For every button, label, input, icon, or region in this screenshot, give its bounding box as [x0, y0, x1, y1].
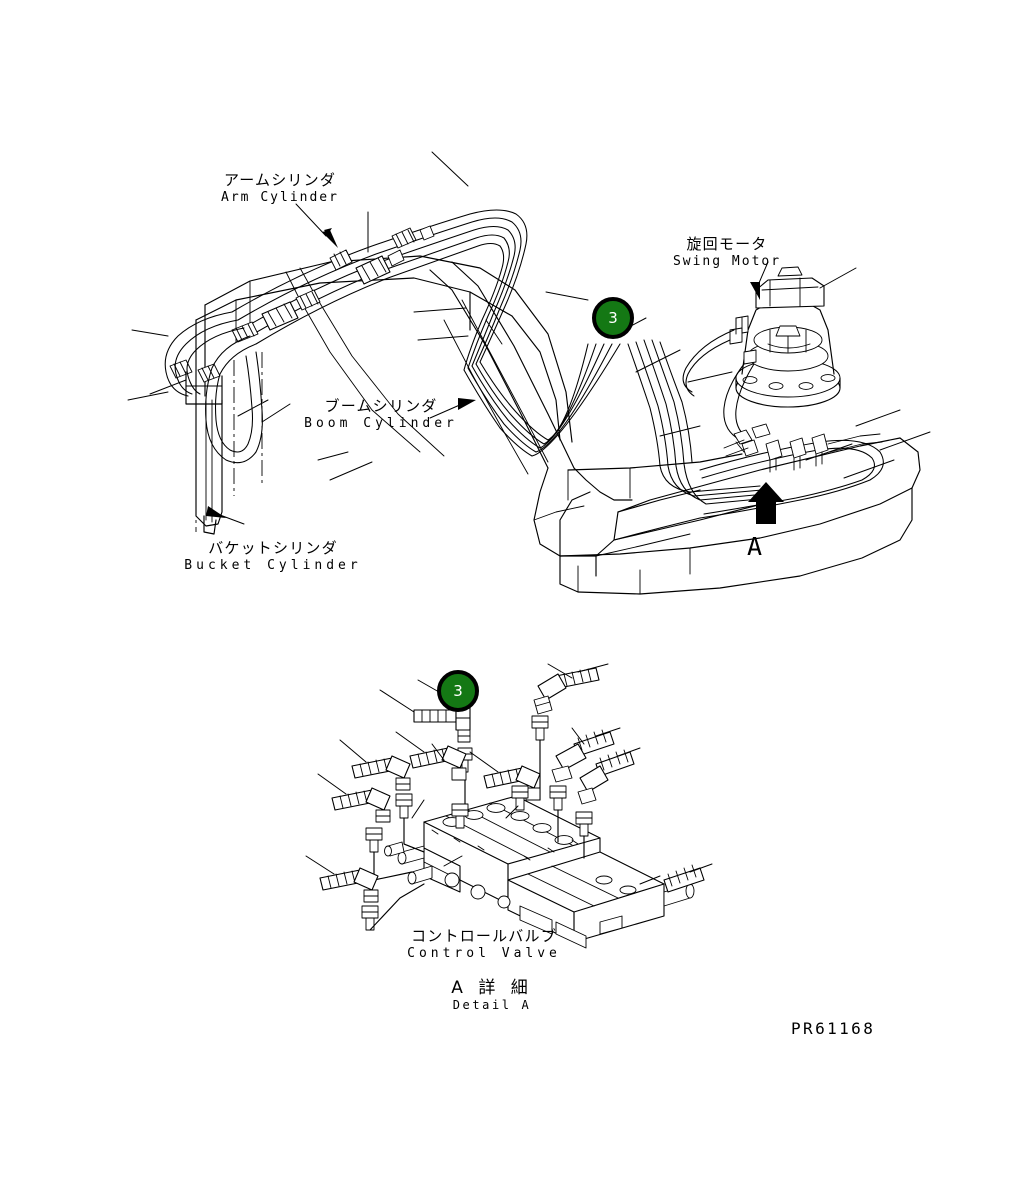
detail-a-caption: A 詳 細 Detail A	[397, 978, 587, 1012]
label-bucket-cylinder-jp: バケットシリンダ	[208, 539, 338, 557]
nipple-centre	[451, 803, 469, 829]
boom-hose-clamps	[169, 225, 435, 383]
boom-structure	[195, 255, 573, 457]
label-bucket-cylinder-en: Bucket Cylinder	[184, 557, 362, 573]
label-arm-cylinder: アームシリンダ Arm Cylinder	[180, 171, 380, 205]
bucket-cylinder-assembly	[164, 311, 263, 535]
label-bucket-cylinder: バケットシリンダ Bucket Cylinder	[168, 539, 378, 573]
label-arrowheads	[206, 203, 769, 525]
label-control-valve-jp: コントロールバルブ	[411, 927, 557, 945]
label-swing-motor-en: Swing Motor	[672, 253, 782, 269]
hose-assembly-4	[577, 747, 641, 805]
callout-detail-3[interactable]: 3	[437, 670, 479, 712]
hose-assembly-10	[663, 863, 713, 893]
label-arm-cylinder-en: Arm Cylinder	[221, 189, 339, 205]
nipple-7	[361, 883, 425, 931]
nipple-2	[531, 715, 549, 801]
valve-outlet-left	[384, 841, 405, 857]
nipple-6	[365, 827, 413, 881]
main-view-group	[127, 151, 931, 595]
hose-assembly-5	[339, 739, 411, 791]
deck-fitting-cluster-right	[765, 433, 829, 473]
hose-assembly-3	[551, 727, 621, 783]
nipple-right-2	[511, 785, 529, 811]
deck-piping	[627, 339, 884, 519]
sheet-code: PR61168	[791, 1019, 876, 1038]
detail-a-caption-en: Detail A	[452, 998, 532, 1013]
hose-assembly-8	[395, 731, 467, 781]
hose-assembly-1	[379, 689, 471, 743]
boom-foot-bracket	[533, 467, 701, 557]
detail-top-leader	[547, 663, 573, 679]
label-boom-cylinder-en: Boom Cylinder	[304, 415, 458, 431]
label-control-valve-en: Control Valve	[407, 945, 561, 961]
detail-view-group	[305, 663, 713, 949]
callout-main-3-number: 3	[608, 308, 618, 327]
nipple-3	[549, 785, 567, 843]
hose-assembly-6	[317, 773, 391, 823]
callout-main-3[interactable]: 3	[592, 297, 634, 339]
label-swing-motor-jp: 旋回モータ	[686, 235, 768, 253]
boom-hose-bundle	[231, 209, 621, 457]
callout-detail-3-number: 3	[453, 681, 463, 700]
control-valve-body	[397, 795, 695, 949]
label-control-valve: コントロールバルブ Control Valve	[379, 927, 589, 961]
label-arm-cylinder-jp: アームシリンダ	[223, 171, 337, 189]
label-boom-cylinder-jp: ブームシリンダ	[324, 397, 438, 415]
hose-assembly-2	[533, 663, 609, 715]
swing-motor-assembly	[682, 266, 841, 441]
view-direction-arrow-a	[748, 482, 784, 524]
revolving-frame-deck	[559, 437, 921, 595]
label-boom-cylinder: ブームシリンダ Boom Cylinder	[281, 397, 481, 431]
view-arrow-letter-a: A	[747, 532, 764, 561]
detail-a-caption-jp: A 詳 細	[451, 978, 533, 998]
label-swing-motor: 旋回モータ Swing Motor	[637, 235, 817, 269]
detail-leader-lines	[403, 727, 661, 885]
deck-fitting-cluster-left	[723, 423, 771, 457]
nipple-right-1	[575, 811, 593, 859]
hose-assembly-9	[469, 751, 541, 801]
hose-assembly-7	[305, 855, 379, 903]
